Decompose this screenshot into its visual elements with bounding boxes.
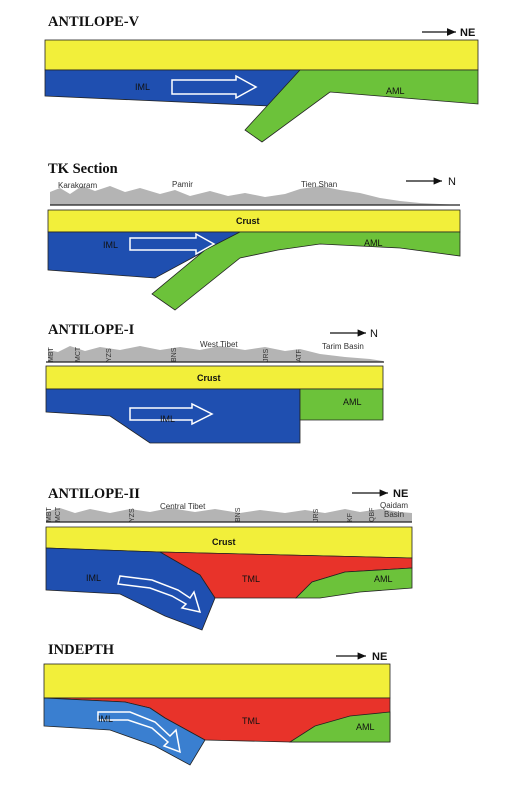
panel-title: TK Section	[48, 161, 118, 177]
iml-label: IML	[86, 573, 101, 583]
flow-arrow	[97, 711, 181, 754]
tick-jrs: JRS	[263, 348, 270, 362]
topography	[46, 508, 412, 522]
crust-layer	[43, 663, 391, 699]
tick-yzs: YZS	[106, 348, 113, 362]
iml-label: IML	[98, 714, 113, 724]
tick-atf: ATF	[296, 349, 303, 362]
panel-title: ANTILOPE-V	[48, 14, 140, 30]
aml-layer	[288, 711, 391, 743]
direction-label: NE	[372, 651, 387, 663]
panel-title: ANTILOPE-I	[48, 322, 135, 338]
iml-layer	[43, 697, 206, 766]
direction-label: NE	[393, 488, 408, 500]
flow-arrow	[117, 575, 202, 614]
direction-label: N	[370, 328, 378, 340]
aml-layer	[295, 567, 413, 599]
flow-arrow	[129, 232, 216, 256]
tick-mbt: MBT	[48, 347, 55, 363]
tml-label: TML	[242, 574, 260, 584]
panel-tk-section: TK Section N Karakoram Pamir Tien Shan C…	[47, 161, 461, 311]
tick-kf: KF	[347, 513, 354, 522]
direction-label: N	[448, 176, 456, 188]
panel-antilope-ii: ANTILOPE-II NE MBT MCT YZS BNS JRS KF QB…	[45, 486, 413, 631]
panel-antilope-v: ANTILOPE-V NE IML AML	[44, 14, 479, 143]
tick-bns: BNS	[171, 347, 178, 362]
basin-label: Tarim Basin	[322, 342, 364, 351]
crust-label: Crust	[236, 216, 260, 226]
tick-yzs: YZS	[129, 508, 136, 522]
aml-layer	[244, 69, 479, 143]
tick-mct: MCT	[55, 506, 62, 522]
flow-arrow	[171, 74, 258, 100]
crust-label: Crust	[197, 373, 221, 383]
tick-mbt: MBT	[46, 507, 53, 523]
place-karakoram: Karakoram	[58, 181, 97, 190]
panel-antilope-i: ANTILOPE-I N MBT MCT YZS BNS JRS ATF Wes…	[45, 322, 384, 444]
iml-label: IML	[103, 240, 118, 250]
tml-label: TML	[242, 716, 260, 726]
tick-jrs: JRS	[313, 508, 320, 522]
topography	[48, 346, 383, 362]
aml-label: AML	[386, 86, 405, 96]
region-label: West Tibet	[200, 340, 238, 349]
panel-indepth: INDEPTH NE IML TML AML	[43, 642, 391, 766]
crust-layer	[44, 39, 479, 71]
panel-title: INDEPTH	[48, 642, 115, 658]
iml-label: IML	[135, 82, 150, 92]
topography	[50, 186, 460, 205]
basin-label-1: Qaidam	[380, 501, 408, 510]
aml-layer	[299, 388, 384, 421]
aml-label: AML	[356, 722, 375, 732]
aml-label: AML	[374, 574, 393, 584]
iml-label: IML	[160, 414, 175, 424]
tick-qbf: QBF	[369, 508, 376, 522]
place-pamir: Pamir	[172, 180, 193, 189]
direction-label: NE	[460, 27, 475, 39]
aml-label: AML	[343, 397, 362, 407]
basin-label-2: Basin	[384, 510, 404, 519]
place-tien-shan: Tien Shan	[301, 180, 337, 189]
region-label: Central Tibet	[160, 502, 206, 511]
flow-arrow	[129, 402, 214, 426]
iml-layer	[47, 231, 241, 279]
panel-title: ANTILOPE-II	[48, 486, 140, 502]
aml-layer	[151, 231, 461, 311]
aml-label: AML	[364, 238, 383, 248]
tick-bns: BNS	[235, 507, 242, 522]
tick-mct: MCT	[75, 346, 82, 362]
crust-label: Crust	[212, 537, 236, 547]
iml-layer	[45, 547, 216, 631]
